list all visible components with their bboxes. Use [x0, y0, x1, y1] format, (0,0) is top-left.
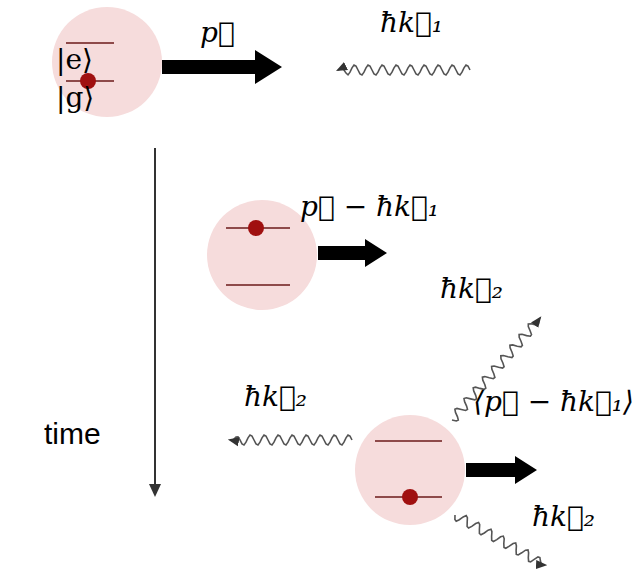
atom [355, 415, 465, 525]
momentum-arrow [318, 239, 387, 267]
momentum-label: p⃗ − ħk⃗₁ [300, 190, 439, 224]
photon-label: ħk⃗₂ [440, 272, 503, 306]
momentum-label: ⟨p⃗ − ħk⃗₁⟩ [473, 385, 634, 419]
photon-label: ħk⃗₂ [244, 380, 307, 414]
time-axis [154, 148, 156, 488]
photon-label: ħk⃗₁ [380, 6, 443, 40]
photon-wave [455, 515, 545, 565]
state-label: |e⟩ [56, 43, 93, 77]
photon-label: ħk⃗₂ [532, 500, 595, 534]
time-arrowhead [149, 484, 161, 497]
momentum-label: p⃗ [200, 16, 235, 50]
ground-level [226, 284, 290, 286]
time-label: time [44, 416, 101, 452]
electron-dot [402, 489, 418, 505]
electron-dot [248, 220, 264, 236]
photon-wave [230, 435, 352, 445]
photon-wave [338, 65, 470, 75]
excited-level [375, 440, 442, 442]
state-label: |g⟩ [56, 81, 94, 115]
atom: |e⟩ |g⟩ [52, 7, 162, 117]
momentum-arrow [466, 456, 537, 484]
momentum-arrow [162, 50, 282, 84]
